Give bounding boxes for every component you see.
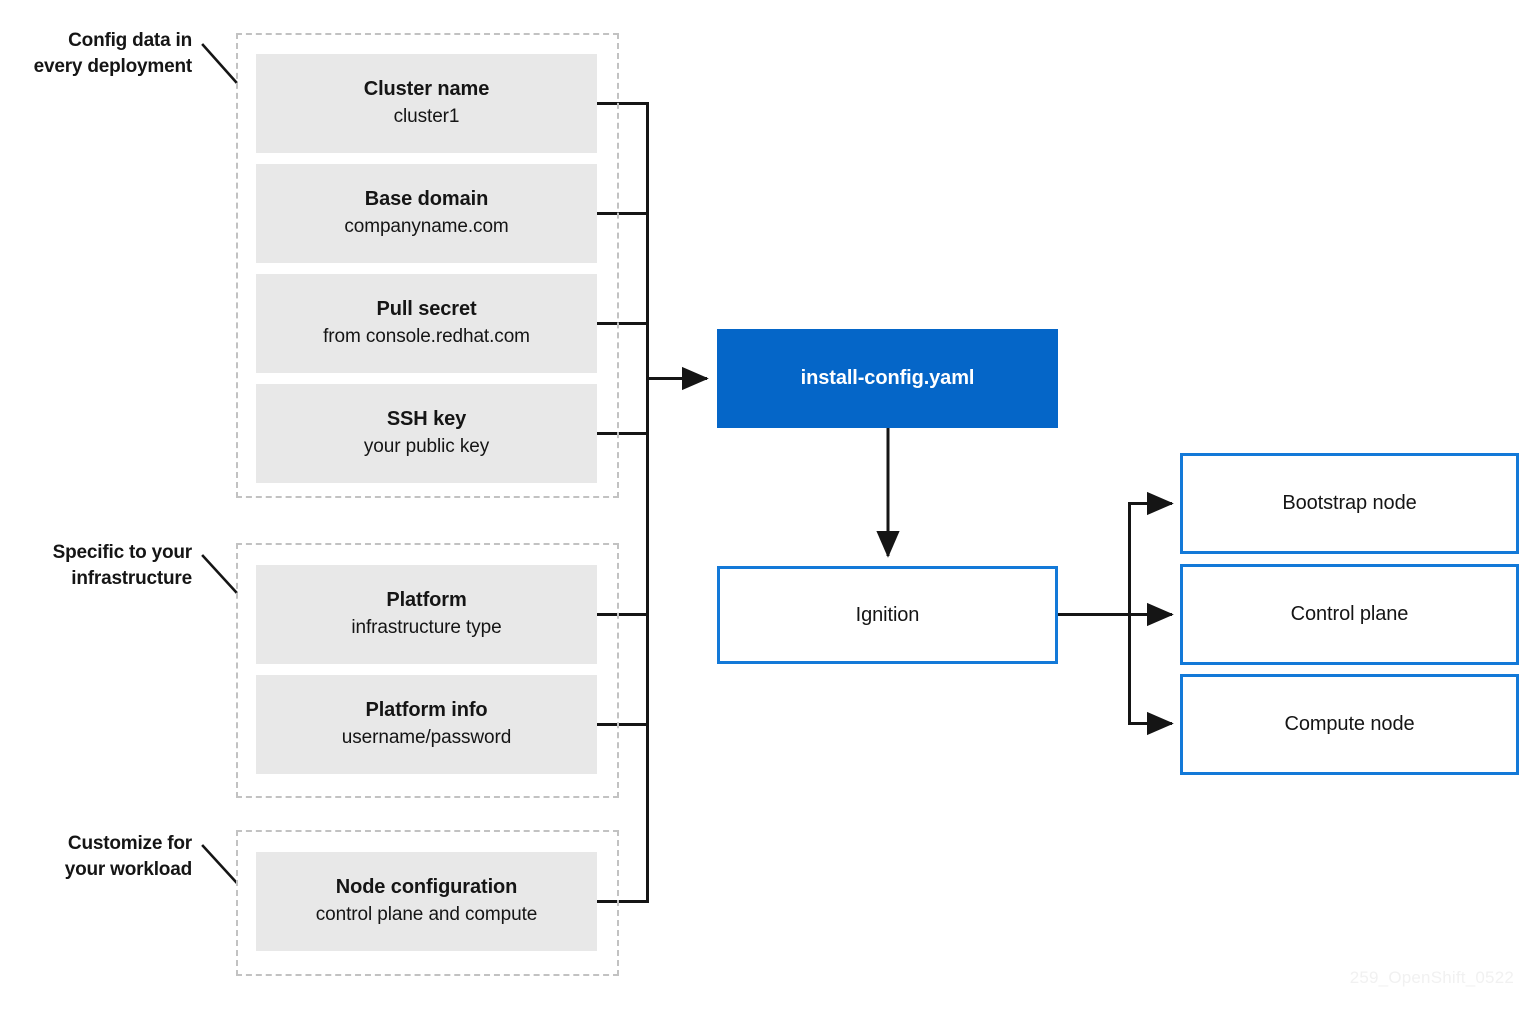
annotation-config-data: Config data in every deployment	[0, 28, 193, 80]
card-platform[interactable]: Platform infrastructure type	[256, 565, 597, 664]
card-pull-secret-subtitle: from console.redhat.com	[323, 325, 530, 347]
node-compute-node-label: Compute node	[1284, 713, 1415, 735]
card-pull-secret-title: Pull secret	[376, 298, 477, 321]
card-node-configuration-title: Node configuration	[335, 876, 518, 899]
card-node-configuration-subtitle: control plane and compute	[315, 903, 538, 925]
group-infrastructure-config	[236, 543, 619, 798]
watermark: 259_OpenShift_0522	[1349, 968, 1514, 987]
card-platform-info[interactable]: Platform info username/password	[256, 675, 597, 774]
card-platform-info-subtitle: username/password	[341, 726, 512, 748]
annotation-specific-infra: Specific to your infrastructure	[0, 540, 193, 592]
card-ssh-key[interactable]: SSH key your public key	[256, 384, 597, 483]
card-platform-info-title: Platform info	[365, 699, 488, 722]
card-base-domain-subtitle: companyname.com	[344, 215, 509, 237]
annotation-customize-workload: Customize for your workload	[0, 831, 192, 883]
annotation-specific-infra-line1: Specific to your	[52, 542, 193, 563]
group-workload-config	[236, 830, 619, 976]
group-common-config	[236, 33, 619, 498]
card-base-domain-title: Base domain	[364, 188, 489, 211]
card-platform-title: Platform	[386, 589, 467, 612]
node-ignition-label: Ignition	[855, 603, 920, 626]
card-node-configuration[interactable]: Node configuration control plane and com…	[256, 852, 597, 951]
card-ssh-key-subtitle: your public key	[363, 435, 490, 457]
annotation-config-data-line2: every deployment	[33, 55, 193, 77]
card-cluster-name-title: Cluster name	[363, 78, 490, 101]
card-ssh-key-title: SSH key	[386, 408, 467, 431]
card-platform-subtitle: infrastructure type	[351, 616, 502, 638]
node-compute-node[interactable]: Compute node	[1180, 674, 1519, 775]
annotation-config-data-line1: Config data in	[68, 30, 192, 51]
card-pull-secret[interactable]: Pull secret from console.redhat.com	[256, 274, 597, 373]
card-cluster-name-subtitle: cluster1	[393, 105, 460, 127]
annotation-specific-infra-line2: infrastructure	[71, 567, 192, 589]
annotation-customize-workload-line2: your workload	[64, 858, 192, 880]
node-ignition[interactable]: Ignition	[717, 566, 1058, 664]
node-install-config-yaml[interactable]: install-config.yaml	[717, 329, 1058, 428]
leader-line-config-data	[201, 43, 238, 84]
node-bootstrap-node[interactable]: Bootstrap node	[1180, 453, 1519, 554]
node-bootstrap-node-label: Bootstrap node	[1282, 492, 1417, 514]
leader-line-specific-infra	[201, 554, 238, 594]
card-base-domain[interactable]: Base domain companyname.com	[256, 164, 597, 263]
leader-line-customize-workload	[201, 844, 238, 884]
node-control-plane[interactable]: Control plane	[1180, 564, 1519, 665]
card-cluster-name[interactable]: Cluster name cluster1	[256, 54, 597, 153]
annotation-customize-workload-line1: Customize for	[67, 833, 192, 854]
node-install-config-yaml-label: install-config.yaml	[800, 367, 975, 389]
node-control-plane-label: Control plane	[1290, 603, 1409, 625]
